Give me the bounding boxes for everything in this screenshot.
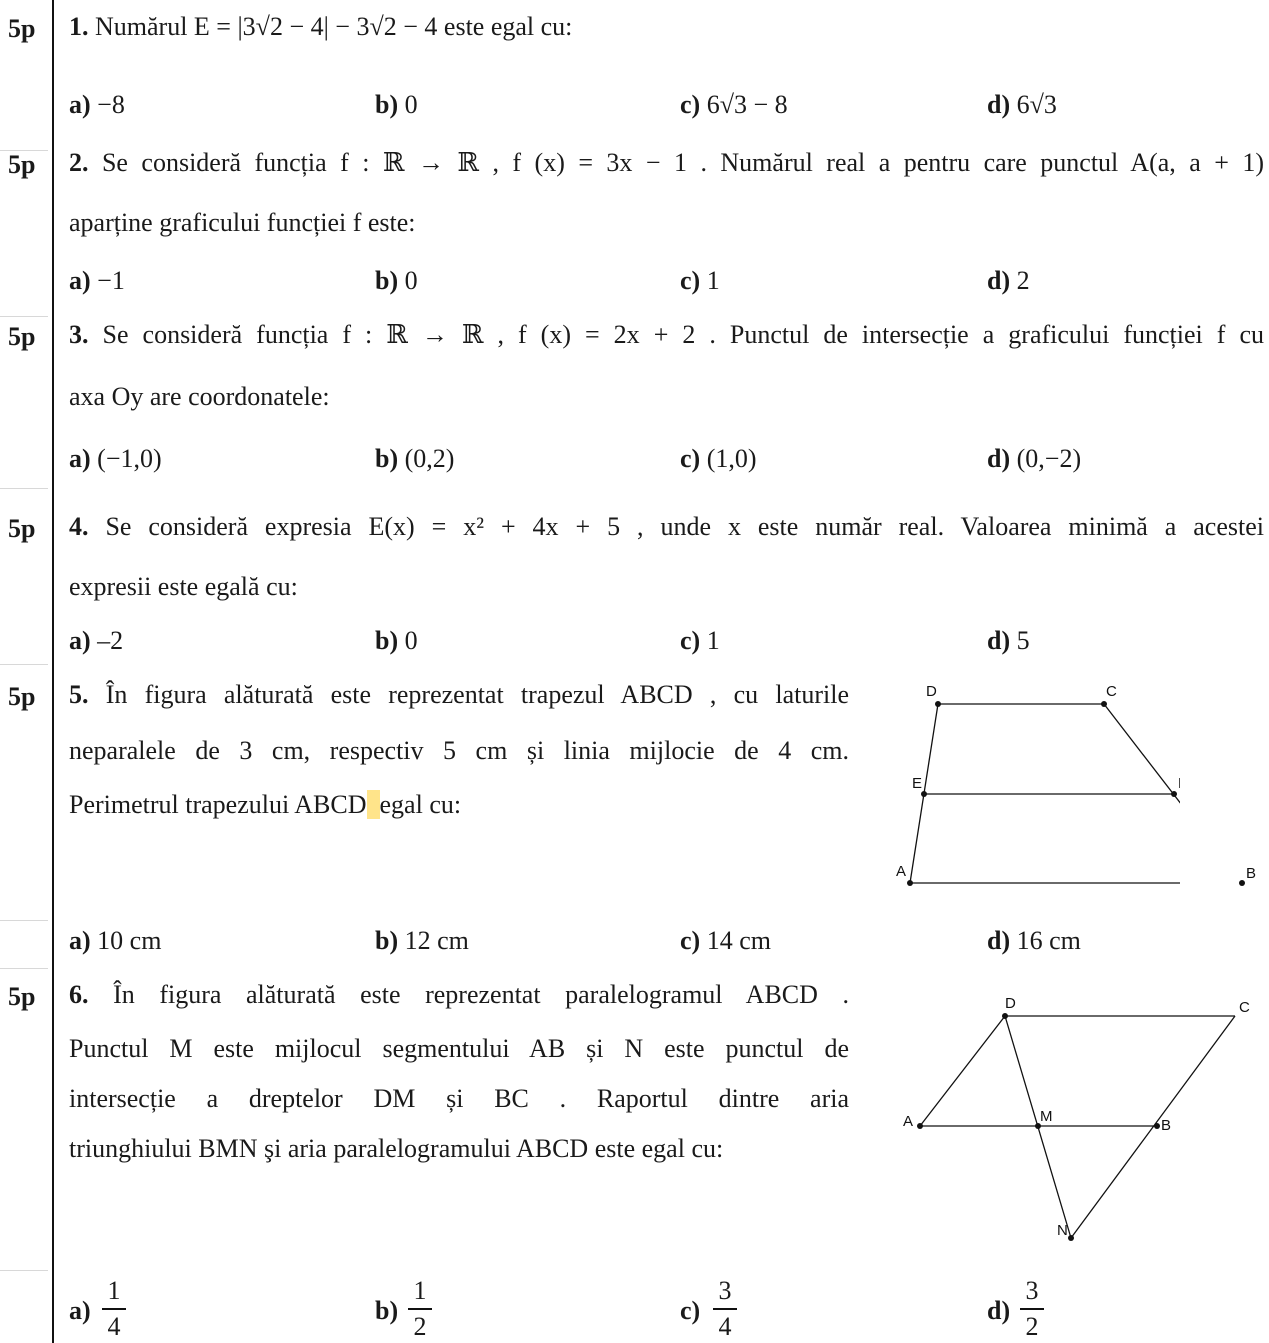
question-6-line-3: intersecție a dreptelor DM și BC . Rapor… (69, 1084, 849, 1113)
answer-c[interactable]: c) 1 (680, 266, 720, 295)
segment-ad (919, 1015, 1006, 1127)
answer-d[interactable]: d) 6√3 (987, 90, 1057, 119)
margin-separator (0, 488, 48, 489)
answer-b[interactable]: b) (375, 1296, 399, 1325)
point-a (907, 880, 913, 886)
answer-b[interactable]: b) 0 (375, 626, 418, 655)
margin-separator (0, 316, 48, 317)
question-6-line-4: triunghiului BMN şi aria paralelogramulu… (69, 1134, 724, 1163)
question-number: 2. (69, 148, 89, 177)
answer-c[interactable]: c) (680, 1296, 701, 1325)
answer-d[interactable]: d) 16 cm (987, 926, 1081, 955)
margin-separator (0, 920, 48, 921)
answer-b[interactable]: b) 0 (375, 266, 418, 295)
question-statement: În figura alăturată este reprezentat tra… (105, 680, 849, 709)
question-6-line-2: Punctul M este mijlocul segmentului AB ș… (69, 1034, 849, 1063)
points-label: 5p (8, 514, 36, 543)
answer-d[interactable]: d) 5 (987, 626, 1030, 655)
answer-a[interactable]: a) 10 cm (69, 926, 162, 955)
label-b: B (1161, 1117, 1171, 1134)
label-a: A (896, 863, 906, 880)
answer-c[interactable]: c) (1,0) (680, 444, 757, 473)
answer-c[interactable]: c) 14 cm (680, 926, 771, 955)
question-3-line-1: 3. Se consideră funcția f : ℝ → ℝ , f (x… (69, 320, 1264, 350)
question-2-line-2: aparține graficului funcției f este: (69, 208, 416, 237)
question-statement: Numărul E = |3√2 − 4| − 3√2 − 4 este ega… (95, 12, 573, 41)
label-c: C (1239, 999, 1250, 1016)
answer-b[interactable]: b) 0 (375, 90, 418, 119)
label-b: B (1246, 865, 1256, 882)
label-d: D (1005, 995, 1016, 1012)
answer-c[interactable]: c) 6√3 − 8 (680, 90, 788, 119)
point-c (1101, 701, 1107, 707)
answer-a[interactable]: a) –2 (69, 626, 124, 655)
margin-separator (0, 968, 48, 969)
answer-d[interactable]: d) 2 (987, 266, 1030, 295)
question-statement: Se consideră expresia E(x) = x² + 4x + 5… (105, 512, 1264, 541)
question-6-line-1: 6. În figura alăturată este reprezentat … (69, 980, 849, 1010)
answer-c[interactable]: c) 1 (680, 626, 720, 655)
answer-d[interactable]: d) (987, 1296, 1011, 1325)
trapezoid-figure-right: B (1239, 865, 1256, 886)
question-4-line-2: expresii este egală cu: (69, 572, 298, 601)
point-d (1002, 1013, 1008, 1019)
label-n: N (1057, 1222, 1068, 1239)
question-3-line-2: axa Oy are coordonatele: (69, 382, 330, 411)
point-b (1239, 880, 1245, 886)
point-n (1068, 1235, 1074, 1241)
margin-separator (0, 150, 48, 151)
margin-separator (0, 664, 48, 665)
highlight-mark (366, 790, 380, 819)
question-number: 3. (69, 320, 89, 349)
points-label: 5p (8, 150, 36, 179)
question-5-line-1: 5. În figura alăturată este reprezentat … (69, 680, 849, 710)
question-5-line-2: neparalele de 3 cm, respectiv 5 cm și li… (69, 736, 849, 765)
question-5-line-3: Perimetrul trapezului ABCD egal cu: (69, 790, 462, 819)
answer-a[interactable]: a) −1 (69, 266, 125, 295)
point-d (935, 701, 941, 707)
question-1-text: 1. Numărul E = |3√2 − 4| − 3√2 − 4 este … (69, 12, 572, 42)
label-e: E (912, 775, 922, 792)
points-label: 5p (8, 14, 36, 43)
answer-d[interactable]: d) (0,−2) (987, 444, 1082, 473)
point-a (917, 1123, 923, 1129)
point-b (1154, 1123, 1160, 1129)
question-number: 5. (69, 680, 89, 709)
trapezoid-figure: D C E F A (896, 683, 1180, 886)
question-number: 1. (69, 12, 89, 41)
points-label: 5p (8, 682, 36, 711)
point-m (1035, 1123, 1041, 1129)
label-f: F (1178, 775, 1180, 792)
points-label: 5p (8, 982, 36, 1011)
point-e (921, 791, 927, 797)
question-4-line-1: 4. Se consideră expresia E(x) = x² + 4x … (69, 512, 1264, 542)
points-label: 5p (8, 322, 36, 351)
question-statement: Se consideră funcția f : ℝ → ℝ , f (x) =… (102, 320, 1264, 349)
label-m: M (1040, 1108, 1053, 1125)
margin-separator (0, 1270, 48, 1271)
question-statement: Se consideră funcția f : ℝ → ℝ , f (x) =… (101, 148, 1264, 177)
question-statement: În figura alăturată este reprezentat par… (113, 980, 849, 1009)
answer-b[interactable]: b) 12 cm (375, 926, 469, 955)
question-number: 6. (69, 980, 89, 1009)
margin-rule (52, 0, 54, 1343)
point-f (1171, 791, 1177, 797)
answer-b[interactable]: b) (0,2) (375, 444, 455, 473)
segment-cn (1070, 1015, 1236, 1239)
question-number: 4. (69, 512, 89, 541)
answer-a[interactable]: a) (−1,0) (69, 444, 162, 473)
question-2-line-1: 2. Se consideră funcția f : ℝ → ℝ , f (x… (69, 148, 1264, 178)
label-c: C (1106, 683, 1117, 700)
label-d: D (926, 683, 937, 700)
answer-a[interactable]: a) (69, 1296, 91, 1325)
label-a: A (903, 1113, 913, 1130)
answer-a[interactable]: a) −8 (69, 90, 125, 119)
parallelogram-figure: D C A M B N (903, 995, 1250, 1241)
